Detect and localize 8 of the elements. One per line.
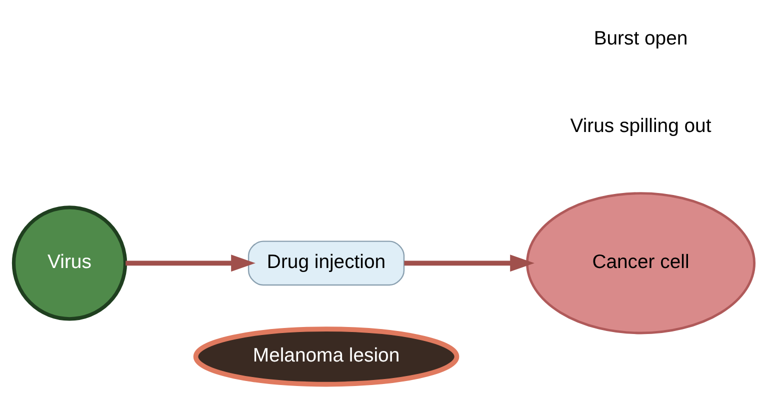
node-box: Drug injection <box>248 240 405 286</box>
node-circle: Virus <box>12 206 128 321</box>
arrow <box>404 254 534 272</box>
node-ellipse: Cancer cell <box>526 192 756 334</box>
label: Virus spilling out <box>570 114 712 137</box>
arrow <box>126 254 256 272</box>
label: Burst open <box>594 27 688 50</box>
node-ellipse: Melanoma lesion <box>193 326 460 387</box>
